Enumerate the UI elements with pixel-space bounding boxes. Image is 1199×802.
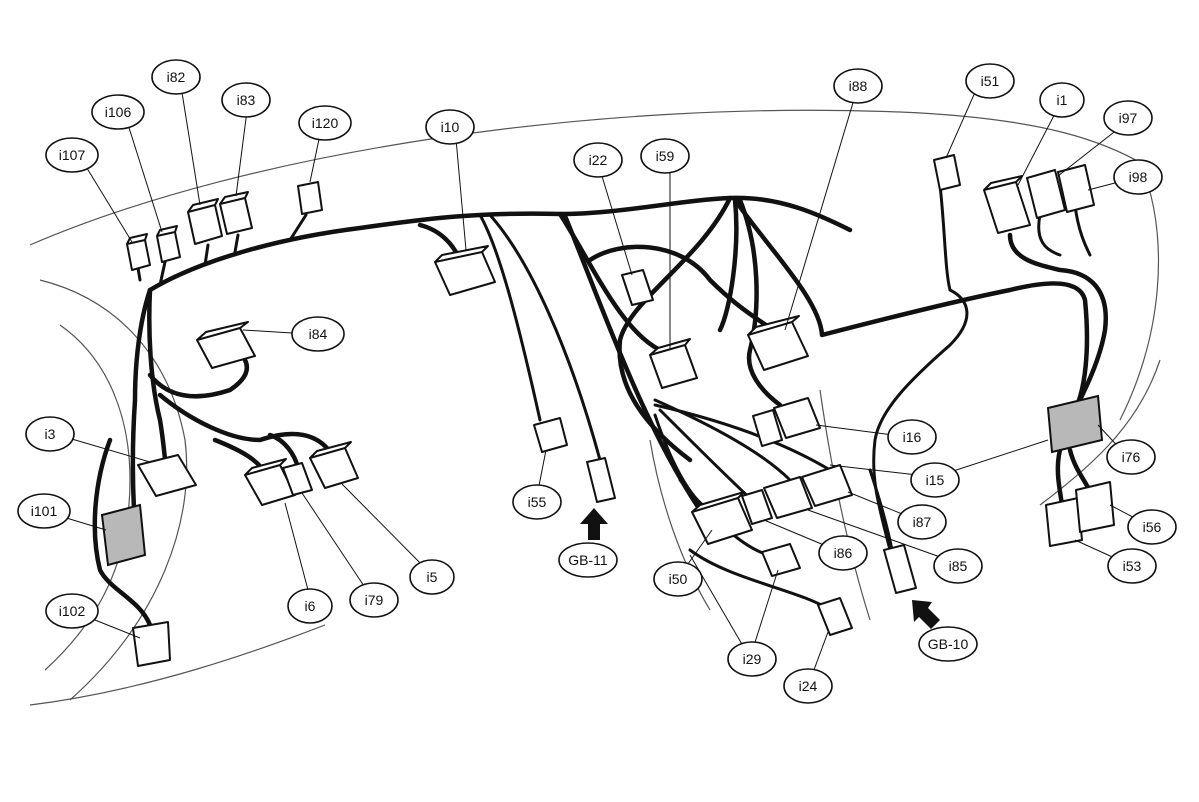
label-i22: i22	[589, 152, 608, 168]
callout-i53: i53	[1107, 548, 1157, 584]
label-i107: i107	[59, 147, 86, 163]
callout-i83: i83	[221, 82, 271, 118]
label-i16: i16	[903, 429, 922, 445]
callout-i120: i120	[298, 105, 352, 141]
label-i55: i55	[528, 494, 547, 510]
label-i120: i120	[312, 115, 339, 131]
callout-i3: i3	[25, 416, 75, 452]
ground-arrows	[580, 508, 940, 629]
label-i79: i79	[365, 592, 384, 608]
label-i59: i59	[656, 148, 675, 164]
label-i83: i83	[237, 92, 256, 108]
callout-i101: i101	[17, 493, 71, 529]
label-i3: i3	[45, 426, 56, 442]
label-i1: i1	[1057, 92, 1068, 108]
callout-i16: i16	[887, 419, 937, 455]
label-i86: i86	[834, 545, 853, 561]
callout-i56: i56	[1127, 509, 1177, 545]
label-i6: i6	[305, 598, 316, 614]
callout-i24: i24	[783, 668, 833, 704]
callout-i97: i97	[1103, 100, 1153, 136]
callout-i6: i6	[287, 588, 333, 624]
callout-i15: i15	[910, 462, 960, 498]
callout-i76: i76	[1106, 439, 1156, 475]
callouts: i107 i106 i82 i83 i120 i10 i84 i3 i101 i…	[17, 59, 1177, 704]
label-gb10: GB-10	[928, 636, 969, 652]
label-i82: i82	[167, 69, 186, 85]
callout-i10: i10	[425, 109, 475, 145]
label-i51: i51	[981, 73, 1000, 89]
label-i85: i85	[949, 558, 968, 574]
label-i97: i97	[1119, 110, 1138, 126]
label-gb11: GB-11	[568, 552, 608, 568]
label-i87: i87	[913, 514, 932, 530]
callout-i79: i79	[349, 582, 399, 618]
label-i98: i98	[1129, 169, 1148, 185]
label-i84: i84	[309, 326, 328, 342]
callout-i102: i102	[45, 593, 99, 629]
callout-i98: i98	[1113, 159, 1163, 195]
callout-gb11: GB-11	[558, 542, 618, 578]
callout-i50: i50	[653, 561, 703, 597]
label-i24: i24	[799, 678, 818, 694]
callout-i55: i55	[512, 484, 562, 520]
callout-i106: i106	[91, 94, 145, 130]
label-i10: i10	[441, 119, 460, 135]
label-i76: i76	[1122, 449, 1141, 465]
callout-i5: i5	[409, 559, 455, 595]
callout-gb10: GB-10	[918, 626, 978, 662]
label-i50: i50	[669, 571, 688, 587]
callout-i59: i59	[640, 138, 690, 174]
label-i29: i29	[743, 651, 762, 667]
callout-i85: i85	[933, 548, 983, 584]
callout-i82: i82	[151, 59, 201, 95]
callout-i87: i87	[897, 504, 947, 540]
label-i88: i88	[849, 78, 868, 94]
callout-i22: i22	[573, 142, 623, 178]
callout-i84: i84	[291, 316, 345, 352]
callout-i86: i86	[818, 535, 868, 571]
callout-i29: i29	[727, 641, 777, 677]
label-i15: i15	[926, 472, 945, 488]
gb11-arrow	[580, 508, 608, 540]
label-i56: i56	[1143, 519, 1162, 535]
label-i102: i102	[59, 603, 86, 619]
callout-i107: i107	[45, 137, 99, 173]
callout-i51: i51	[965, 63, 1015, 99]
callout-i88: i88	[833, 68, 883, 104]
label-i101: i101	[31, 503, 58, 519]
label-i5: i5	[427, 569, 438, 585]
callout-i1: i1	[1039, 82, 1085, 118]
label-i106: i106	[105, 104, 132, 120]
label-i53: i53	[1123, 558, 1142, 574]
gb10-arrow	[912, 600, 940, 629]
connectors	[100, 154, 1115, 667]
